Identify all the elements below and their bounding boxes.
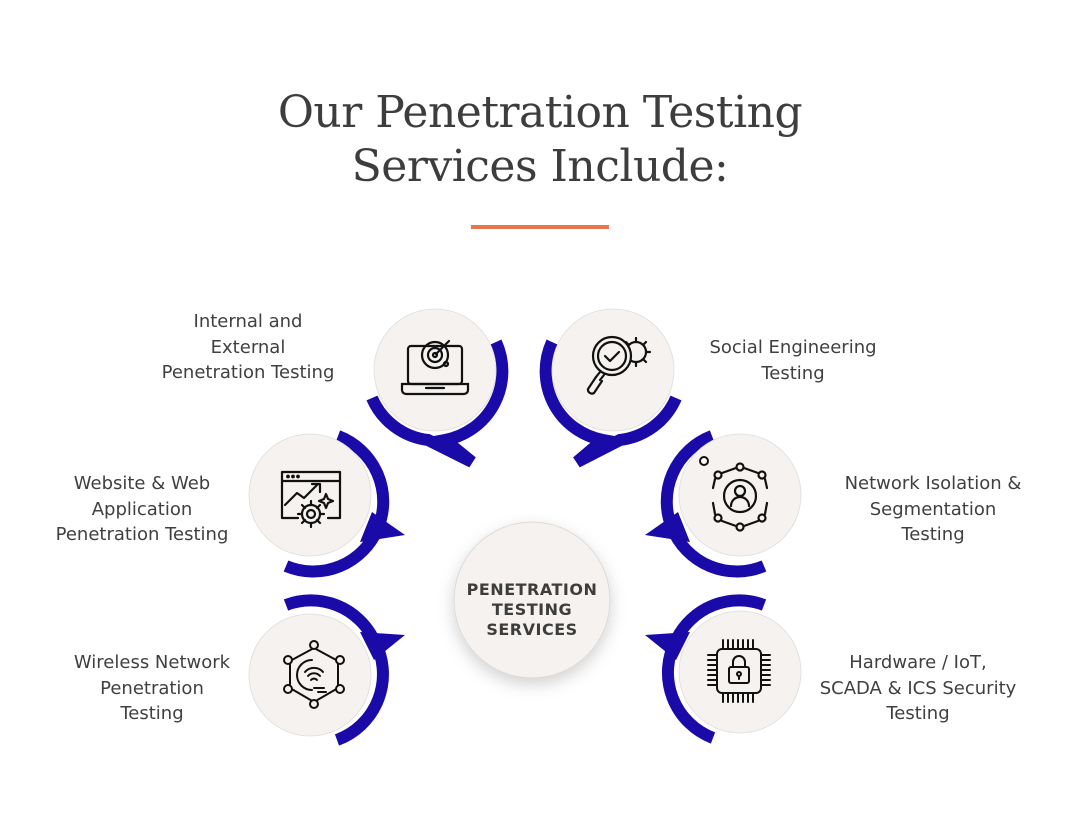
label-social-engineering: Social Engineering Testing [709,335,876,386]
label-line: Social Engineering [709,337,877,358]
browser-growth-gear-icon [280,470,342,529]
bubble-website-webapp [248,430,405,578]
label-line: Network Isolation & [844,473,1022,494]
label-line: Testing [761,362,825,384]
label-line: Website & Web [73,473,211,494]
bubble-social-engineering [539,308,682,468]
center-line-3: SERVICES [486,620,578,639]
bubble-wireless-network [248,594,405,746]
label-line: Penetration [100,677,204,699]
label-line: Penetration Testing [161,362,335,383]
label-line: Wireless Network [73,652,231,673]
center-hub-label: PENETRATION TESTING SERVICES [467,580,598,640]
label-line: Testing [901,524,965,545]
wifi-hexagon-network-icon [283,640,345,709]
label-network-isolation: Network Isolation & Segmentation Testing [845,471,1022,548]
page-title: Our Penetration Testing Services Include… [0,86,1080,194]
label-wireless-network: Wireless Network Penetration Testing [74,650,230,727]
label-line: Testing [886,703,950,724]
label-line: Testing [120,703,184,724]
laptop-radar-icon [400,339,470,396]
label-line: Application [91,498,193,520]
label-line: Penetration Testing [55,524,229,545]
title-line-1: Our Penetration Testing [277,87,803,138]
label-line: Hardware / IoT, [849,652,987,673]
label-hardware-iot: Hardware / IoT, SCADA & ICS Security Tes… [820,650,1017,727]
center-line-1: PENETRATION [466,580,598,599]
label-line: Internal and [193,311,303,332]
magnifier-check-gear-icon [586,335,652,395]
bubble-network-isolation [645,430,802,578]
network-user-icon [711,462,769,532]
label-internal-external: Internal and External Penetration Testin… [162,309,335,386]
title-divider [471,225,609,229]
center-line-2: TESTING [491,600,573,619]
chip-lock-icon [707,639,771,703]
bubble-internal-external [366,308,509,468]
bubble-hardware-iot [645,594,802,744]
center-hub [453,521,611,679]
label-website-webapp: Website & Web Application Penetration Te… [56,471,229,548]
small-circle-icon [699,456,709,466]
label-line: SCADA & ICS Security [819,677,1017,699]
label-line: Segmentation [869,498,997,520]
label-line: External [210,336,286,358]
title-line-2: Services Include: [351,141,729,192]
